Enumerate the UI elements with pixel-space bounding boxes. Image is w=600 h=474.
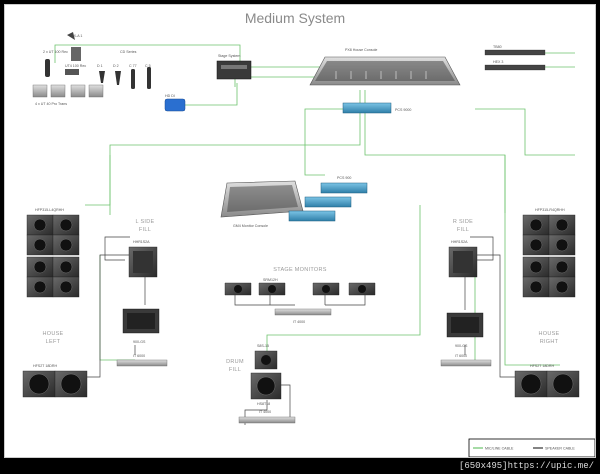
bodypack-icon bbox=[71, 47, 81, 61]
mic-icons bbox=[99, 67, 151, 89]
ux-a-label: UX-A 1 bbox=[71, 34, 82, 38]
house-left-sub-label: HFS2T 18DRH bbox=[33, 364, 58, 368]
house-console-label: PX8 House Console bbox=[345, 48, 377, 52]
house-left-line1: HOUSE bbox=[42, 331, 63, 337]
monitor-eq-stack: PCS 900 bbox=[288, 176, 368, 222]
house-console: PX8 House Console bbox=[309, 48, 461, 86]
drum-amp-label: IT 4000 bbox=[259, 410, 271, 414]
stage-monitors: STAGE MONITORS SRM12H IT 4000 bbox=[224, 267, 376, 324]
house-left-spk-label: HFP315-L4QRHH bbox=[35, 208, 64, 212]
diagram-canvas: Medium System 2 x UT 100 Rec bbox=[4, 4, 596, 458]
house-eq-label: PCS 9000 bbox=[395, 108, 411, 112]
footer-bar: [650x495]https://upic.me/ bbox=[0, 459, 600, 474]
cable-legend: MIC/LINE CABLE SPEAKER CABLE bbox=[468, 438, 595, 457]
house-right-stack: HFP315-R4QRHH HOUSE RIGHT HFS2T 18DRH bbox=[514, 208, 580, 398]
ut4-label: UT4 100 Rec bbox=[65, 64, 86, 68]
lside-spk-label: HHR1S2A bbox=[133, 240, 150, 244]
receiver-rack bbox=[32, 84, 104, 98]
house-right-line2: RIGHT bbox=[540, 339, 559, 345]
mon-eq-label: PCS 900 bbox=[337, 176, 351, 180]
stage-monitors-label: STAGE MONITORS bbox=[273, 267, 327, 273]
house-left-stack: HFP315-L4QRHH HOUSE LEFT HFS2T 18DRH bbox=[22, 208, 88, 398]
lside-line2: FILL bbox=[139, 227, 151, 233]
rack1-label: TB80 bbox=[493, 45, 502, 49]
c77-label: C 77 bbox=[129, 64, 137, 68]
lside-power-label: IT 6000 bbox=[133, 354, 145, 358]
stage-system: Stage System bbox=[216, 54, 252, 80]
rside-power-label: IT 6000 bbox=[455, 354, 467, 358]
pocket-label: 4 x UT 40 Pro Trans bbox=[35, 102, 67, 106]
drum-line1: DRUM bbox=[226, 359, 244, 365]
drum-fill: S8S-15 DRUM FILL HS8T18 IT 4000 bbox=[226, 344, 296, 424]
rside-amp-label: 900-GS bbox=[455, 344, 468, 348]
wireless-mic-group: 2 x UT 100 Rec UX-A 1 UT4 100 Rec 4 x UT… bbox=[32, 32, 104, 106]
cd-series-label: CD Series bbox=[120, 50, 137, 54]
rside-line2: FILL bbox=[457, 227, 469, 233]
cd-series-mics: CD Series D 1 D 2 C 77 C 5 HD DI bbox=[97, 50, 186, 112]
handheld-mic-icon bbox=[45, 59, 50, 77]
drum-top-label: S8S-15 bbox=[257, 344, 269, 348]
lside-line1: L SIDE bbox=[135, 219, 154, 225]
legend-mic: MIC/LINE CABLE bbox=[485, 447, 514, 451]
r-side-fill: R SIDE FILL HHR1S2A 900-GS IT 6000 bbox=[440, 219, 492, 367]
wireless-receiver-label: 2 x UT 100 Rec bbox=[43, 50, 68, 54]
house-right-spk-label: HFP315-R4QRHH bbox=[535, 208, 565, 212]
beltpack-icon bbox=[65, 69, 79, 75]
drum-line2: FILL bbox=[229, 367, 241, 373]
mon-amp-label: IT 4000 bbox=[293, 320, 305, 324]
d2-label: D 2 bbox=[113, 64, 119, 68]
mon-amp-icon bbox=[274, 308, 332, 316]
lside-amp-label: 900-GS bbox=[133, 340, 146, 344]
d1-label: D 1 bbox=[97, 64, 103, 68]
house-right-sub-label: HFS2T 18DRH bbox=[530, 364, 555, 368]
system-diagram: Medium System 2 x UT 100 Rec bbox=[22, 10, 595, 457]
right-rack: TB80 HEX 3 bbox=[484, 45, 546, 71]
dibox-label: HD DI bbox=[165, 94, 175, 98]
l-side-fill: L SIDE FILL HHR1S2A 900-GS IT 6000 bbox=[116, 219, 168, 367]
diagram-title: Medium System bbox=[245, 10, 345, 26]
console-faders bbox=[335, 71, 427, 79]
rside-line1: R SIDE bbox=[453, 219, 473, 225]
credit-text: [650x495]https://upic.me/ bbox=[458, 461, 594, 471]
rack2-label: HEX 3 bbox=[493, 60, 503, 64]
monitor-console-label: GM4 Monitor Console bbox=[233, 224, 268, 228]
monitor-console: GM4 Monitor Console bbox=[220, 180, 304, 228]
monitor-label: SRM12H bbox=[263, 278, 278, 282]
c5-label: C 5 bbox=[145, 64, 151, 68]
drum-sub-label: HS8T18 bbox=[257, 402, 270, 406]
house-left-line2: LEFT bbox=[46, 339, 61, 345]
rside-spk-label: HHR1S2A bbox=[451, 240, 468, 244]
legend-speaker: SPEAKER CABLE bbox=[545, 447, 575, 451]
house-right-line1: HOUSE bbox=[538, 331, 559, 337]
stage-system-label: Stage System bbox=[218, 54, 240, 58]
headset-icon bbox=[67, 32, 75, 40]
house-eq: PCS 9000 bbox=[342, 102, 411, 114]
di-box-icon bbox=[164, 98, 186, 112]
